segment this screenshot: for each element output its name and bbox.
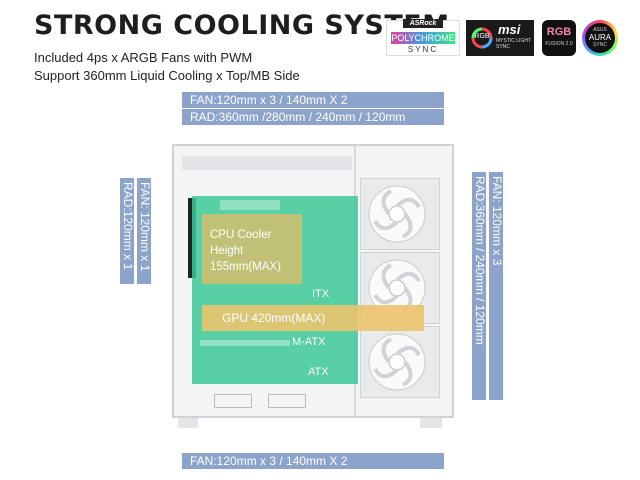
asus-aura-sync-logo: ASUS AURA SYNC	[582, 20, 618, 56]
sync-label: SYNC	[407, 45, 439, 54]
left-fan-bar	[137, 178, 151, 284]
feature-line-liquid-cooling: Support 360mm Liquid Cooling x Top/MB Si…	[34, 68, 300, 83]
mystic-light-label: MYSTIC LIGHT SYNC	[496, 38, 531, 50]
aura-label: AURA	[588, 33, 612, 42]
fan-icon	[368, 333, 426, 391]
fan-icon	[368, 259, 426, 317]
right-fan-bar	[489, 172, 503, 400]
rgb-fusion-logo: RGB FUSION 2.0	[542, 20, 576, 56]
front-fan-1	[360, 178, 440, 250]
gpu-clearance-bar: GPU 420mm(MAX)	[202, 305, 424, 331]
case-foot-right	[420, 418, 442, 428]
msi-brand: msi	[498, 22, 521, 37]
left-rad-label: RAD:120mm x 1	[121, 182, 135, 271]
cpu-cooler-zone	[202, 214, 302, 284]
cpu-cooler-line1: CPU Cooler	[210, 229, 272, 241]
case-foot-left	[178, 418, 198, 428]
right-rad-bar	[472, 172, 486, 400]
itx-label: ITX	[312, 288, 330, 300]
right-rad-label: RAD:360mm / 240mm / 120mm	[473, 176, 487, 345]
cpu-cooler-line3: 155mm(MAX)	[210, 261, 281, 273]
cpu-cooler-line2: Height	[210, 245, 244, 257]
polychrome-label: POLYCHROME	[391, 32, 455, 44]
feature-line-fans: Included 4ps x ARGB Fans with PWM	[34, 50, 253, 65]
atx-label: ATX	[308, 366, 329, 378]
cpu-cooler-label: CPU Cooler Height 155mm(MAX)	[210, 227, 281, 275]
asrock-brand: ASRock	[403, 19, 443, 28]
front-fan-3	[360, 326, 440, 398]
top-fan-bar: FAN:120mm x 3 / 140mm X 2	[182, 92, 444, 108]
bottom-fan-bar: FAN:120mm x 3 / 140mm X 2	[182, 453, 444, 469]
right-fan-label: FAN: 120mm x 3	[490, 176, 504, 266]
msi-mystic-light-logo: RGB msi MYSTIC LIGHT SYNC	[466, 20, 534, 56]
left-fan-label: FAN: 120mm x 1	[138, 182, 152, 272]
top-radiator-bar: RAD:360mm /280mm / 240mm / 120mm	[182, 109, 444, 125]
page-title: STRONG COOLING SYSTEM	[34, 10, 450, 41]
fan-icon	[368, 185, 426, 243]
rgb-badge-label: RGB	[474, 33, 490, 40]
aura-sync-label: SYNC	[593, 42, 607, 48]
asus-brand: ASUS	[593, 27, 607, 33]
left-rad-bar	[120, 178, 134, 284]
matx-label: M-ATX	[292, 336, 326, 348]
rgb-fusion-label: RGB	[546, 26, 572, 38]
fusion-version-label: FUSION 2.0	[545, 41, 573, 47]
rgb-ring-icon	[471, 27, 493, 49]
asrock-polychrome-logo: ASRock POLYCHROME SYNC	[386, 19, 460, 56]
